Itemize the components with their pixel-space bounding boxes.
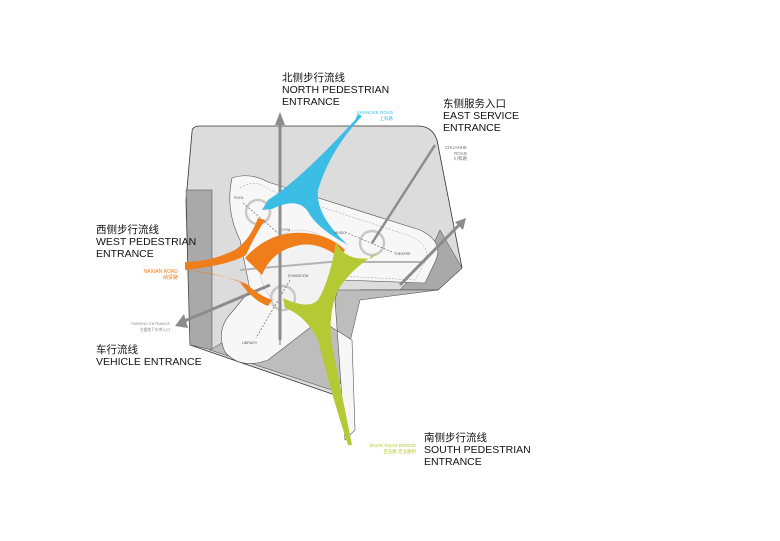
parking-arrow-head bbox=[175, 314, 188, 328]
east-en1: EAST SERVICE bbox=[443, 110, 520, 122]
south-entrance-label: 南侧步行流线 SOUTH PEDESTRIAN ENTRANCE bbox=[424, 432, 531, 468]
north-entrance-label: 北侧步行流线 NORTH PEDESTRIAN ENTRANCE bbox=[282, 72, 389, 108]
room-library: LIBRARY bbox=[242, 341, 258, 345]
vehicle-en1: VEHICLE ENTRANCE bbox=[96, 356, 202, 368]
north-arrow-head bbox=[275, 112, 285, 125]
west-entrance-label: 西侧步行流线 WEST PEDESTRIAN ENTRANCE bbox=[96, 224, 196, 260]
dashed-link-pool-gym bbox=[242, 202, 393, 339]
east-entrance-label: 东侧服务入口 EAST SERVICE ENTRANCE bbox=[443, 98, 519, 134]
parking-arrow bbox=[181, 283, 271, 324]
chuanhe-en: CHUANHE ROAD bbox=[444, 145, 467, 156]
vehicle-entrance-label: 车行流线 VEHICLE ENTRANCE bbox=[96, 344, 202, 368]
east-arrow-head bbox=[455, 218, 466, 230]
west-zone bbox=[185, 189, 213, 351]
baiye-cn: 百业路 百业路桥 bbox=[383, 448, 416, 454]
parking-entrance-label: PARKING ENTRANCE 主楼地下车库入口 bbox=[122, 322, 170, 333]
west-cn: 西侧步行流线 bbox=[96, 224, 159, 236]
north-cn: 北侧步行流线 bbox=[282, 72, 345, 84]
west-en1: WEST PEDESTRIAN bbox=[96, 236, 197, 248]
naxian-road-label: NAXIAN ROAD 纳贤路 bbox=[140, 269, 178, 281]
east-cn: 东侧服务入口 bbox=[443, 98, 506, 110]
west-en2: ENTRANCE bbox=[96, 248, 154, 260]
north-flow bbox=[262, 114, 362, 245]
room-gym: GYM bbox=[282, 228, 290, 232]
room-theatre: THEATRE bbox=[394, 252, 411, 256]
room-pool: POOL bbox=[234, 196, 244, 200]
south-en2: ENTRANCE bbox=[424, 456, 482, 468]
south-cn: 南侧步行流线 bbox=[424, 432, 487, 444]
east-exit-arrow bbox=[398, 220, 464, 287]
chuanhe-road-label: CHUANHE ROAD 川和路 bbox=[432, 145, 467, 162]
north-en1: NORTH PEDESTRIAN bbox=[282, 84, 390, 96]
baiye-en: BAIYE ROAD BRIDGE bbox=[369, 443, 416, 448]
vehicle-cn: 车行流线 bbox=[96, 344, 138, 356]
node-exhibition bbox=[269, 284, 297, 312]
baiye-road-label: BAIYE ROAD BRIDGE 百业路 百业路桥 bbox=[360, 443, 416, 454]
shangke-cn: 上科路 bbox=[379, 115, 394, 121]
south-en1: SOUTH PEDESTRIAN bbox=[424, 444, 531, 456]
chuanhe-cn: 川和路 bbox=[453, 156, 468, 161]
chuanhe-arrow bbox=[370, 144, 437, 244]
shangke-en: SHANGKE ROAD bbox=[356, 110, 393, 115]
node-music bbox=[358, 229, 386, 257]
west-flow bbox=[185, 218, 345, 306]
parking-en: PARKING ENTRANCE bbox=[131, 322, 170, 326]
naxian-en: NAXIAN ROAD bbox=[143, 269, 178, 275]
room-exhibition: EXHIBITION bbox=[288, 274, 309, 278]
parking-cn: 主楼地下车库入口 bbox=[139, 327, 170, 332]
east-en2: ENTRANCE bbox=[443, 122, 501, 134]
south-flow bbox=[283, 242, 378, 445]
naxian-cn: 纳贤路 bbox=[162, 274, 178, 281]
north-en2: ENTRANCE bbox=[282, 96, 340, 108]
room-music: MUSIC bbox=[334, 231, 346, 235]
shangke-road-label: SHANGKE ROAD 上科路 bbox=[355, 110, 393, 121]
